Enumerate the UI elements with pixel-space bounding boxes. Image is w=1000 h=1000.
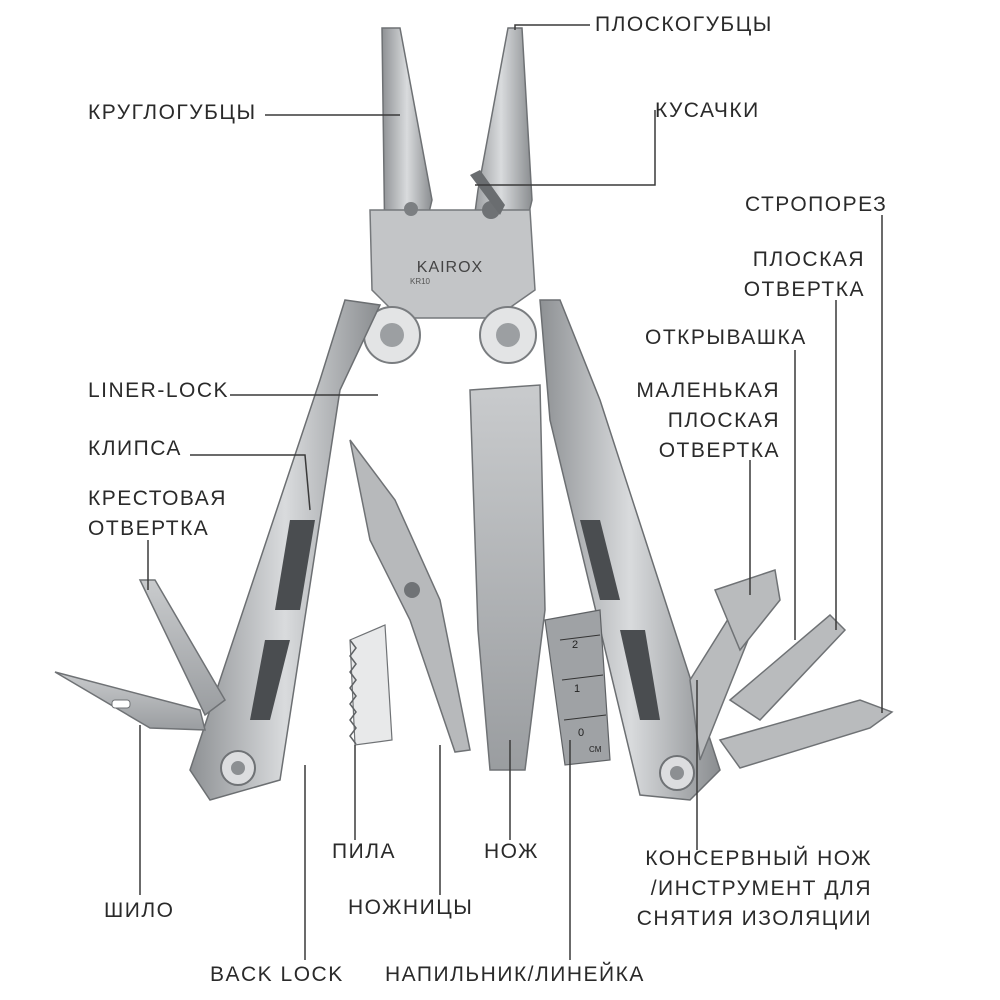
left-handle <box>189 299 382 801</box>
right-side-tools <box>689 569 894 769</box>
leader-lines <box>139 24 883 960</box>
label-otkryvashka: ОТКРЫВАШКА <box>645 326 807 349</box>
label-ploskaya-otvertka-line2: ОТВЕРТКА <box>743 278 865 301</box>
label-krestovaya-line2: ОТВЕРТКА <box>88 517 210 540</box>
label-malenkaya-ploskaya-otvertka: МАЛЕНЬКАЯ ПЛОСКАЯ ОТВЕРТКА <box>610 376 780 466</box>
label-nozhnitsy: НОЖНИЦЫ <box>348 896 474 919</box>
label-kusachki: КУСАЧКИ <box>655 99 760 122</box>
label-krestovaya-otvertka: КРЕСТОВАЯ ОТВЕРТКА <box>88 484 227 544</box>
knife-blade <box>469 384 546 771</box>
label-pila: ПИЛА <box>332 840 396 863</box>
label-ploskogubtsy: ПЛОСКОГУБЦЫ <box>595 13 773 36</box>
ruler-mark-0: 0 <box>578 727 584 739</box>
label-nozh: НОЖ <box>484 840 539 863</box>
saw-blade <box>349 624 393 746</box>
label-ploskaya-otvertka: ПЛОСКАЯ ОТВЕРТКА <box>720 245 865 305</box>
label-kruglogubtsy: КРУГЛОГУБЦЫ <box>88 101 257 124</box>
brand-name: KAIROX <box>417 259 483 276</box>
ruler-mark-1: 1 <box>574 683 580 695</box>
label-liner-lock: LINER-LOCK <box>88 379 230 402</box>
file-ruler: 2 1 0 CM <box>544 609 611 766</box>
label-konservny-line3: СНЯТИЯ ИЗОЛЯЦИИ <box>636 907 872 930</box>
right-handle <box>539 299 721 801</box>
label-krestovaya-line1: КРЕСТОВАЯ <box>88 487 227 510</box>
label-konservny-line1: КОНСЕРВНЫЙ НОЖ <box>645 847 872 870</box>
phillips-driver-tool <box>138 579 226 717</box>
label-klipsa: КЛИПСА <box>88 437 182 460</box>
label-konservny-nozh: КОНСЕРВНЫЙ НОЖ /ИНСТРУМЕНТ ДЛЯ СНЯТИЯ ИЗ… <box>600 844 872 934</box>
label-malenkaya-line2: ПЛОСКАЯ <box>667 409 780 432</box>
brand-model: KR10 <box>410 277 431 286</box>
awl-tool <box>54 671 206 731</box>
label-konservny-line2: /ИНСТРУМЕНТ ДЛЯ <box>650 877 872 900</box>
label-shilo: ШИЛО <box>104 899 175 922</box>
label-back-lock: BACK LOCK <box>210 963 344 986</box>
ruler-mark-2: 2 <box>572 639 578 651</box>
label-stroporez: СТРОПОРЕЗ <box>745 193 888 216</box>
pivot-screws <box>363 306 537 364</box>
label-malenkaya-line1: МАЛЕНЬКАЯ <box>636 379 780 402</box>
label-malenkaya-line3: ОТВЕРТКА <box>658 439 780 462</box>
label-napilnik: НАПИЛЬНИК/ЛИНЕЙКА <box>385 963 645 986</box>
label-ploskaya-otvertka-line1: ПЛОСКАЯ <box>752 248 865 271</box>
scissors-tool <box>349 439 471 753</box>
pliers-jaws <box>369 27 536 319</box>
ruler-mark-cm: CM <box>589 745 602 754</box>
